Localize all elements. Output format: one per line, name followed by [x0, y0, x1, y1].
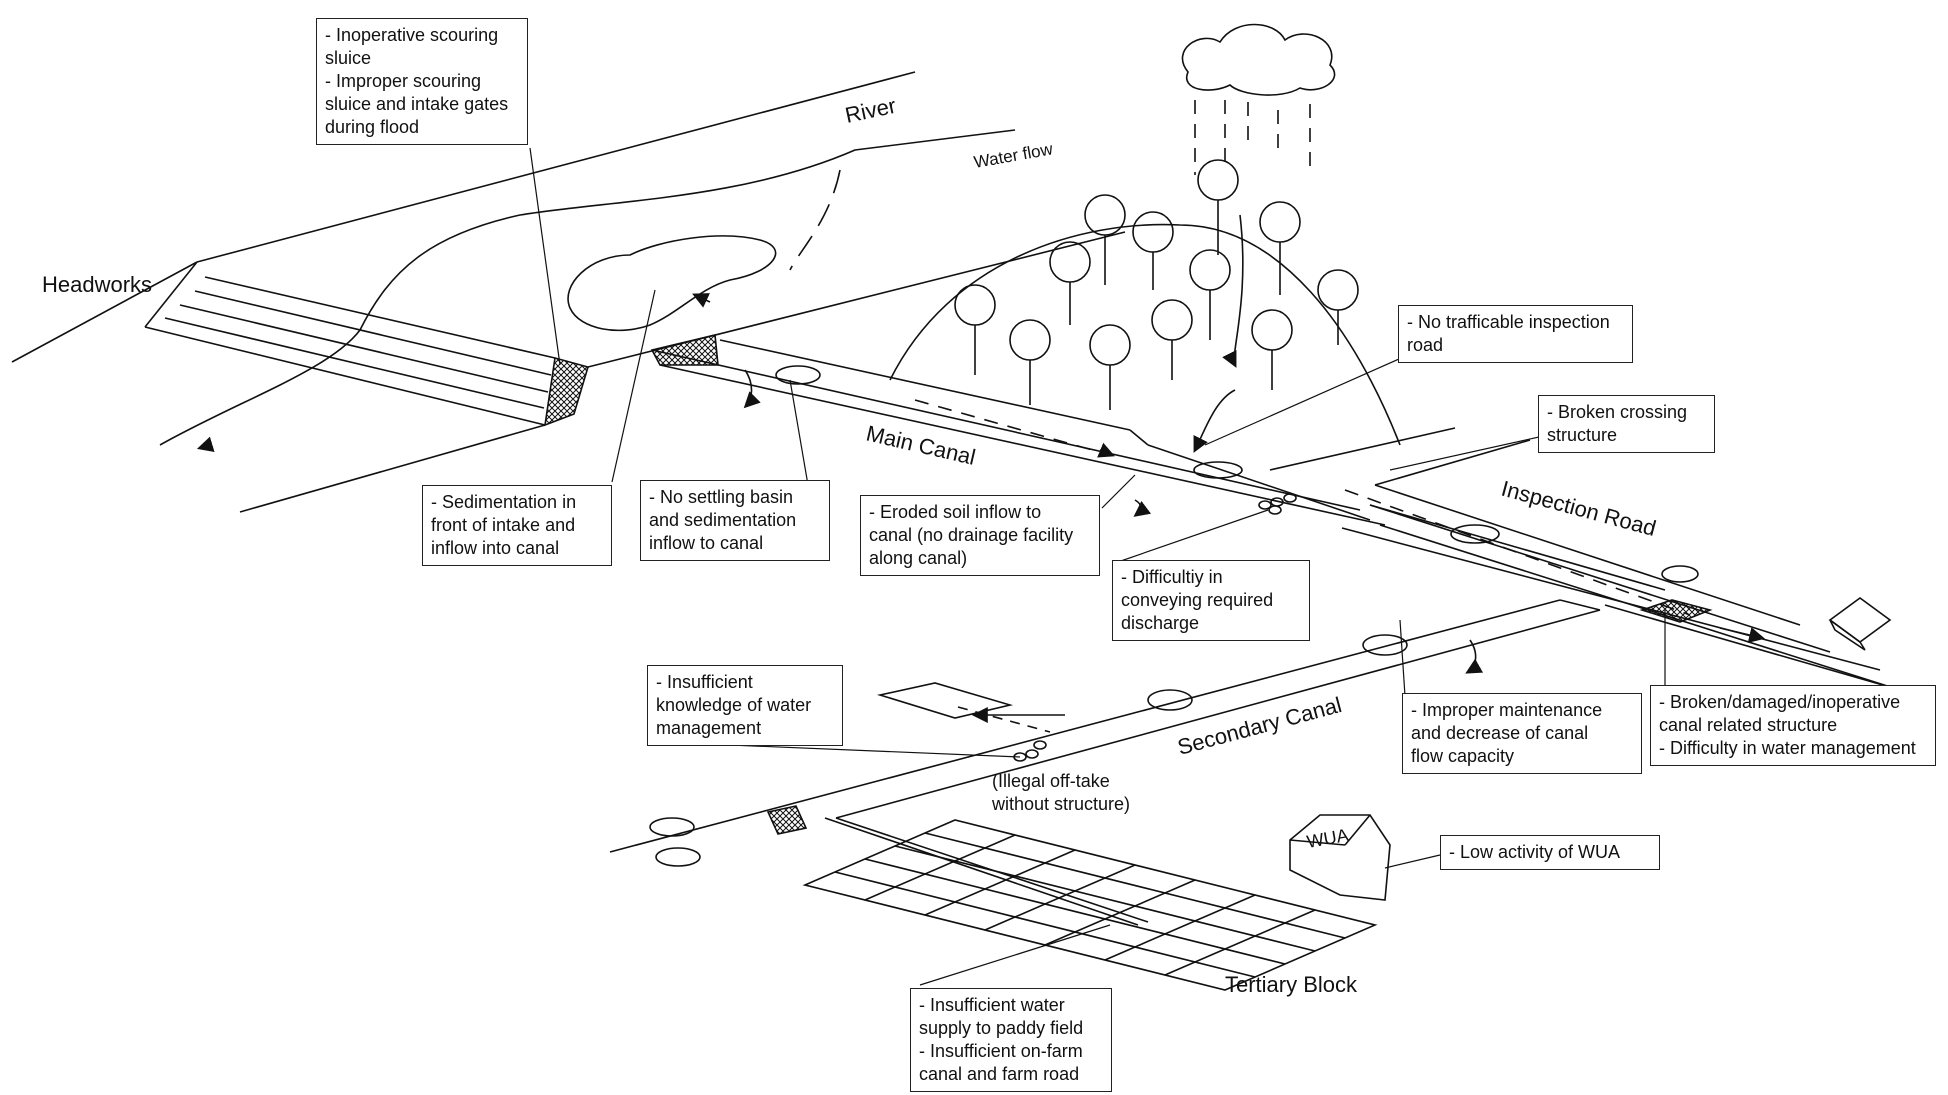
bush [1362, 634, 1408, 656]
callout-line: - Difficultiy in [1121, 567, 1223, 587]
callout-canal-structure: - Broken/damaged/inoperative canal relat… [1650, 685, 1936, 766]
callout-line: (Illegal off-take [992, 771, 1110, 791]
callout-line: - Low activity of WUA [1449, 842, 1621, 862]
flow-arrows [196, 169, 1766, 723]
bush [1147, 689, 1193, 711]
headworks-weir [144, 261, 590, 427]
bush [1661, 565, 1699, 583]
callout-sedimentation-intake: - Sedimentation in front of intake and i… [422, 485, 612, 566]
callout-line: and sedimentation [649, 510, 797, 530]
callout-water-knowledge: - Insufficient knowledge of water manage… [647, 665, 843, 746]
callout-discharge: - Difficultiy in conveying required disc… [1112, 560, 1310, 641]
callout-line: - Insufficient on-farm [919, 1041, 1083, 1061]
callout-line: road [1407, 335, 1444, 355]
inspection-vehicle [1828, 597, 1892, 651]
callout-line: - No settling basin [649, 487, 794, 507]
callout-line: canal (no drainage facility [869, 525, 1074, 545]
callout-line: sluice [325, 48, 372, 68]
wua-label: WUA [1305, 825, 1350, 852]
callout-line: - Sedimentation in [431, 492, 577, 512]
callout-illegal-offtake: (Illegal off-take without structure) [992, 770, 1130, 816]
callout-maintenance: - Improper maintenance and decrease of c… [1402, 693, 1642, 774]
callout-line: sluice and intake gates [325, 94, 509, 114]
callout-line: along canal) [869, 548, 968, 568]
callout-line: flow capacity [1411, 746, 1515, 766]
main-canal [239, 231, 1901, 691]
callout-line: - Improper maintenance [1411, 700, 1603, 720]
callout-line: - Broken/damaged/inoperative [1659, 692, 1901, 712]
water-flow-label: Water flow [972, 139, 1054, 172]
main-canal-label: Main Canal [864, 421, 978, 470]
rain-cloud [1181, 23, 1336, 96]
callout-line: - Insufficient water [919, 995, 1065, 1015]
sediment-cloud-small [775, 365, 821, 385]
headworks-label: Headworks [42, 272, 152, 297]
hill [889, 223, 1401, 446]
callout-line: and decrease of canal [1411, 723, 1589, 743]
callout-settling-basin: - No settling basin and sedimentation in… [640, 480, 830, 561]
callout-line: without structure) [992, 794, 1131, 814]
inspection-road-label: Inspection Road [1499, 476, 1659, 541]
bush [649, 817, 695, 837]
stones [1013, 493, 1297, 762]
inspection-road [1269, 427, 1881, 671]
river-label: River [843, 93, 898, 128]
callout-line: canal and farm road [919, 1064, 1080, 1084]
bush [1450, 524, 1500, 544]
callout-line: inflow to canal [649, 533, 764, 553]
callout-line: - Insufficient [656, 672, 753, 692]
callout-wua-activity: - Low activity of WUA [1440, 835, 1660, 870]
tertiary-block-grid [802, 819, 1378, 991]
callout-line: - Eroded soil inflow to [869, 502, 1042, 522]
bush [655, 847, 701, 867]
callout-leaders [529, 147, 1666, 986]
callout-line: discharge [1121, 613, 1200, 633]
callout-water-supply: - Insufficient water supply to paddy fie… [910, 988, 1112, 1092]
sediment-cloud [567, 235, 777, 332]
callout-line: conveying required [1121, 590, 1274, 610]
callout-line: management [656, 718, 762, 738]
callout-line: structure [1547, 425, 1618, 445]
illegal-offtake-parcel [876, 682, 1051, 733]
callout-line: - No trafficable inspection [1407, 312, 1610, 332]
callout-inspection-road: - No trafficable inspection road [1398, 305, 1633, 363]
trees [954, 159, 1359, 410]
callout-line: - Inoperative scouring [325, 25, 499, 45]
callout-crossing-structure: - Broken crossing structure [1538, 395, 1715, 453]
callout-line: - Broken crossing [1547, 402, 1688, 422]
callout-line: - Difficulty in water management [1659, 738, 1916, 758]
callout-line: during flood [325, 117, 420, 137]
wua-house [1289, 814, 1391, 901]
callout-line: canal related structure [1659, 715, 1838, 735]
sediment-cloud-small [1193, 461, 1243, 479]
tertiary-block-label: Tertiary Block [1225, 972, 1358, 997]
callout-line: front of intake and [431, 515, 576, 535]
callout-line: inflow into canal [431, 538, 560, 558]
callout-line: supply to paddy field [919, 1018, 1084, 1038]
callout-eroded-soil: - Eroded soil inflow to canal (no draina… [860, 495, 1100, 576]
rain-streaks [1194, 100, 1311, 175]
river [11, 71, 1016, 446]
callout-line: knowledge of water [656, 695, 812, 715]
callout-scouring-sluice: - Inoperative scouring sluice - Improper… [316, 18, 528, 145]
callout-line: - Improper scouring [325, 71, 482, 91]
